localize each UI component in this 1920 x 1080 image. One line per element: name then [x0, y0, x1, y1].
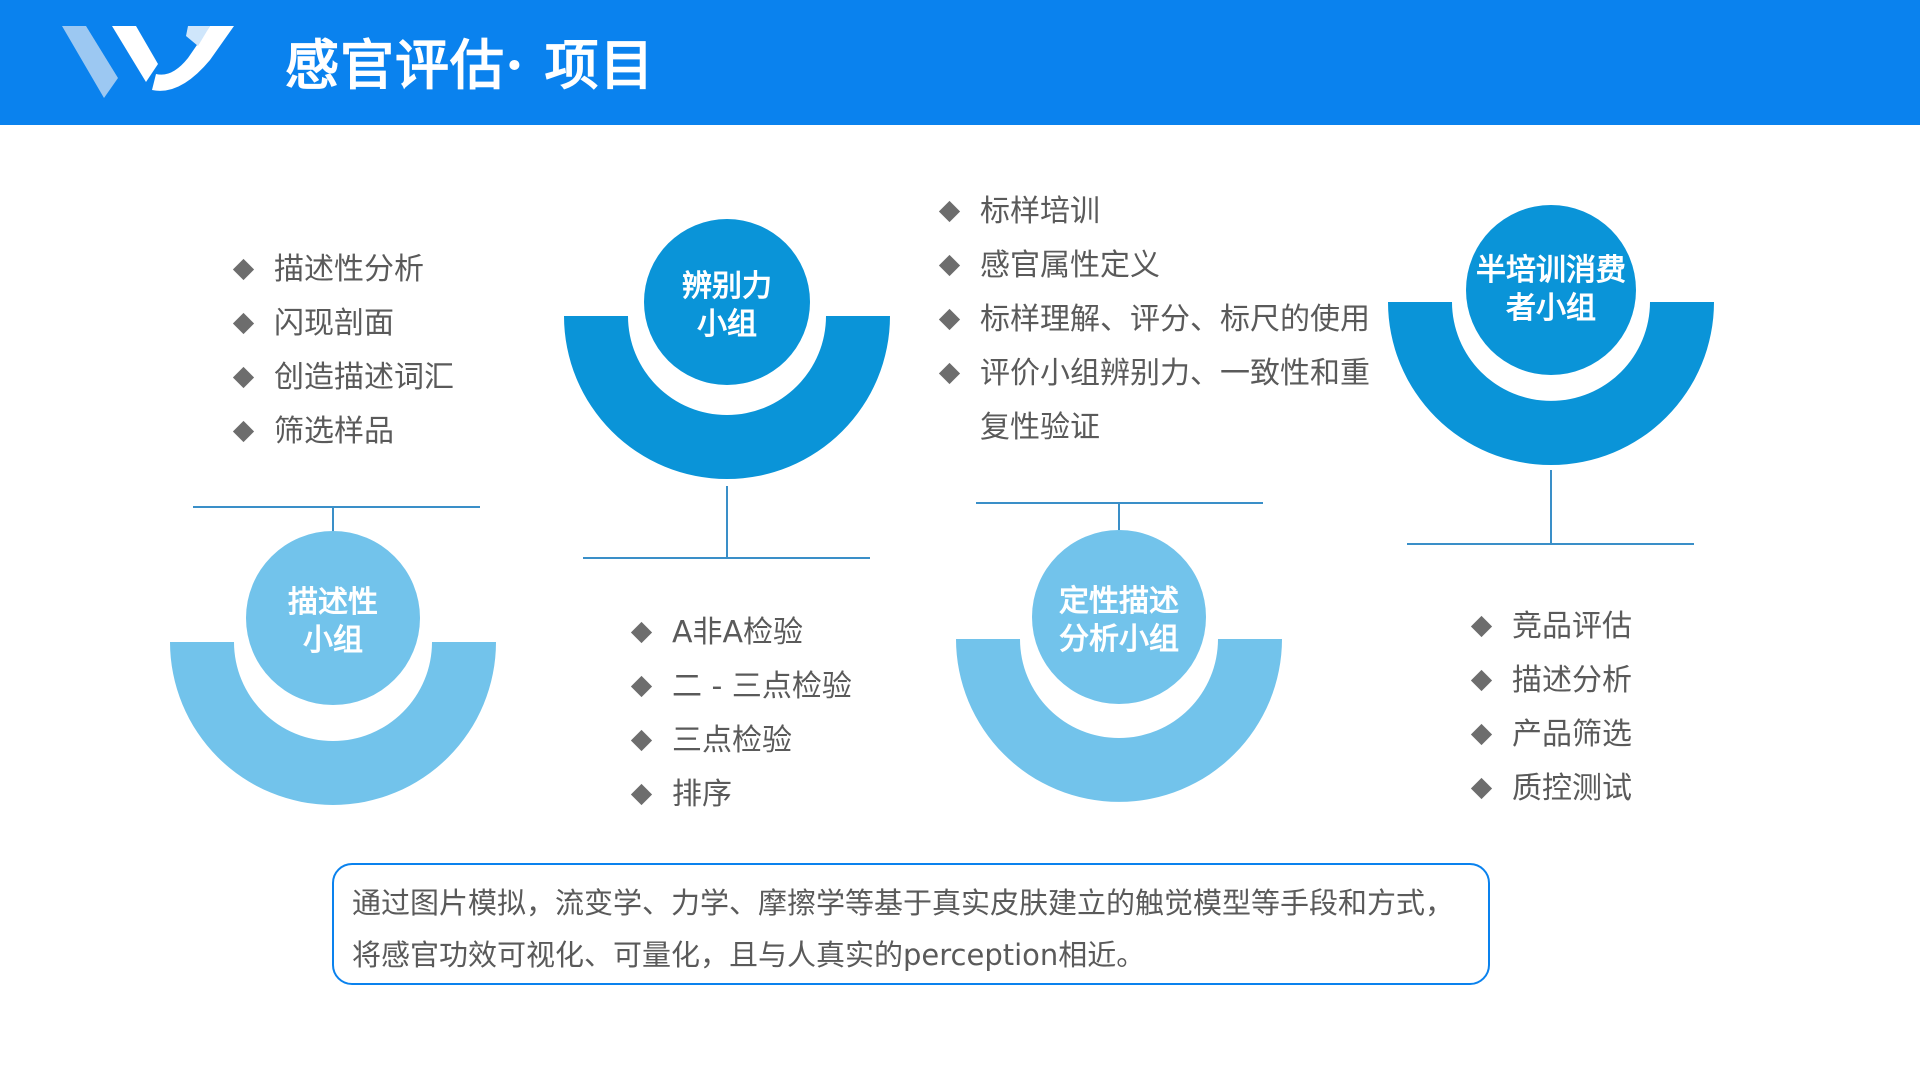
group-semi-trained: 半培训消费 者小组 [1388, 205, 1714, 545]
group-label-line-2: 小组 [303, 623, 363, 658]
discrimination-items-list: A非A检验 二 - 三点检验 三点检验 排序 [630, 606, 852, 822]
semicircle-ring [170, 642, 496, 805]
group-circle [1032, 530, 1206, 704]
group-descriptive: 描述性 小组 [170, 506, 496, 805]
group-discrimination: 辨别力 小组 [564, 219, 890, 559]
group-label-line-1: 描述性 [288, 585, 378, 620]
list-item: 评价小组辨别力、一致性和重复性验证 [938, 347, 1380, 455]
semi-trained-items-list: 竞品评估 描述分析 产品筛选 质控测试 [1470, 600, 1632, 816]
list-item: 三点检验 [630, 714, 852, 768]
descriptive-items-list: 描述性分析 闪现剖面 创造描述词汇 筛选样品 [232, 243, 454, 459]
group-label-line-2: 小组 [697, 307, 757, 342]
list-item: 创造描述词汇 [232, 351, 454, 405]
list-item: 二 - 三点检验 [630, 660, 852, 714]
page-title: 感官评估· 项目 [285, 33, 655, 97]
list-item: 感官属性定义 [938, 239, 1380, 293]
brand-logo-icon [62, 26, 234, 98]
group-label-line-1: 半培训消费 [1476, 253, 1626, 288]
list-item: 描述性分析 [232, 243, 454, 297]
list-item: 标样理解、评分、标尺的使用 [938, 293, 1380, 347]
header-bar: 感官评估· 项目 [0, 0, 1920, 125]
qualitative-items-list: 标样培训 感官属性定义 标样理解、评分、标尺的使用 评价小组辨别力、一致性和重复… [938, 185, 1380, 455]
semicircle-ring [564, 316, 890, 479]
semicircle-ring [1388, 302, 1714, 465]
list-item: 闪现剖面 [232, 297, 454, 351]
semicircle-ring [956, 639, 1282, 802]
list-item: 排序 [630, 768, 852, 822]
list-item: 标样培训 [938, 185, 1380, 239]
list-item: 产品筛选 [1470, 708, 1632, 762]
list-item: 筛选样品 [232, 405, 454, 459]
group-circle [644, 219, 810, 385]
group-label-line-2: 分析小组 [1059, 622, 1179, 657]
list-item: 质控测试 [1470, 762, 1632, 816]
group-label-line-2: 者小组 [1506, 291, 1596, 326]
group-circle [246, 531, 420, 705]
list-item: A非A检验 [630, 606, 852, 660]
group-circle [1466, 205, 1636, 375]
list-item: 竞品评估 [1470, 600, 1632, 654]
list-item: 描述分析 [1470, 654, 1632, 708]
group-qualitative: 定性描述 分析小组 [956, 502, 1282, 802]
group-label-line-1: 定性描述 [1059, 584, 1179, 619]
summary-note-box: 通过图片模拟，流变学、力学、摩擦学等基于真实皮肤建立的触觉模型等手段和方式，将感… [332, 863, 1490, 985]
group-label-line-1: 辨别力 [682, 269, 772, 304]
